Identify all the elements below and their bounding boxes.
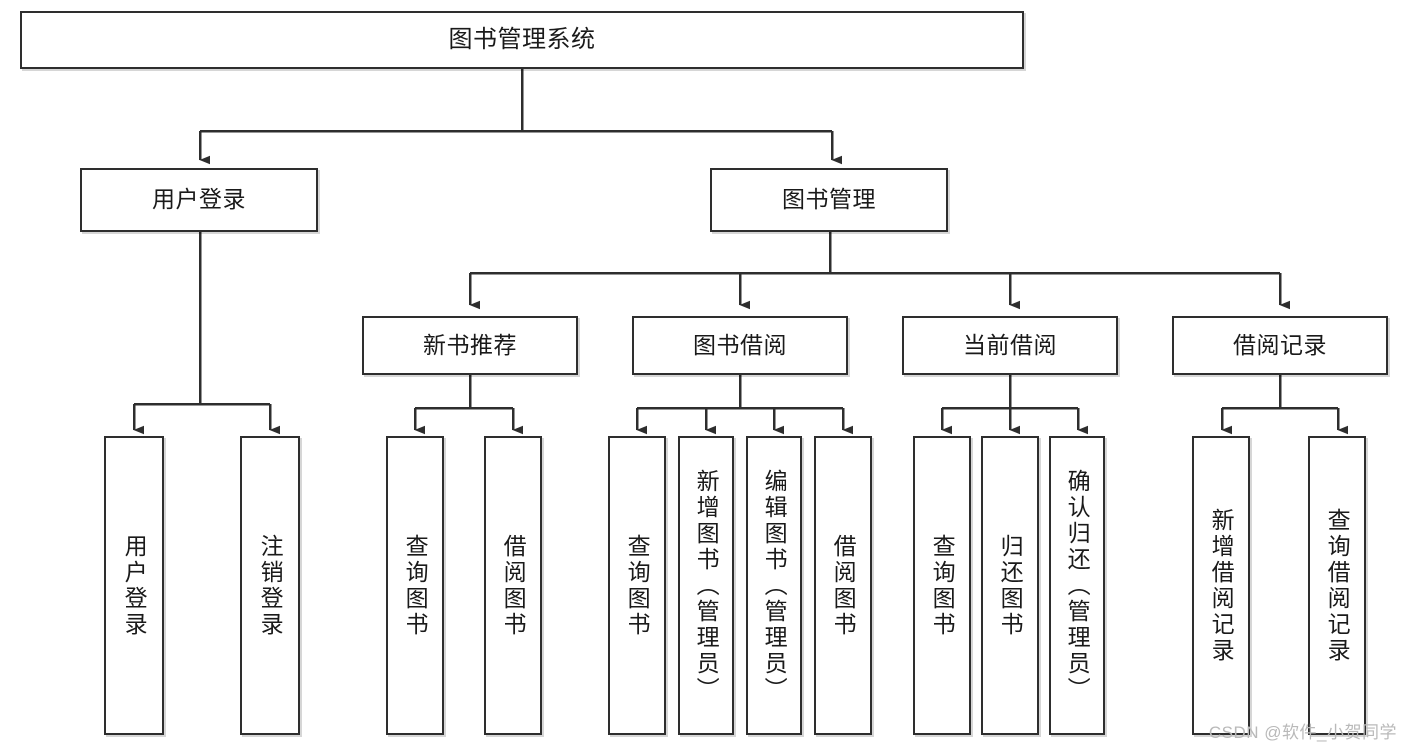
node-leaf-add-record-label: 新增借阅记录 <box>1208 507 1235 664</box>
node-leaf-query-record[interactable]: 查询借阅记录 <box>1308 436 1366 735</box>
node-borrow-record-label: 借阅记录 <box>1233 331 1327 358</box>
node-book-management[interactable]: 图书管理 <box>710 168 948 232</box>
node-leaf-confirm-return-label: 确认归还（管理员） <box>1064 468 1091 703</box>
node-leaf-query-book-1-label: 查询图书 <box>402 533 429 638</box>
node-book-borrow[interactable]: 图书借阅 <box>632 316 848 375</box>
node-user-login[interactable]: 用户登录 <box>80 168 318 232</box>
node-current-borrow-label: 当前借阅 <box>963 331 1057 358</box>
node-leaf-query-book-1[interactable]: 查询图书 <box>386 436 444 735</box>
node-leaf-query-book-3-label: 查询图书 <box>929 533 956 638</box>
node-leaf-user-login-label: 用户登录 <box>121 533 148 638</box>
node-leaf-add-record[interactable]: 新增借阅记录 <box>1192 436 1250 735</box>
node-leaf-user-login[interactable]: 用户登录 <box>104 436 164 735</box>
node-leaf-logout-login[interactable]: 注销登录 <box>240 436 300 735</box>
node-leaf-query-book-2-label: 查询图书 <box>624 533 651 638</box>
node-user-login-label: 用户登录 <box>152 186 246 213</box>
node-new-book-recommend-label: 新书推荐 <box>423 331 517 358</box>
node-book-management-label: 图书管理 <box>782 186 876 213</box>
node-borrow-record[interactable]: 借阅记录 <box>1172 316 1388 375</box>
node-leaf-query-book-3[interactable]: 查询图书 <box>913 436 971 735</box>
node-leaf-logout-login-label: 注销登录 <box>257 533 284 638</box>
node-leaf-borrow-book-1[interactable]: 借阅图书 <box>484 436 542 735</box>
node-leaf-edit-book-label: 编辑图书（管理员） <box>761 468 788 703</box>
node-new-book-recommend[interactable]: 新书推荐 <box>362 316 578 375</box>
node-leaf-query-record-label: 查询借阅记录 <box>1324 507 1351 664</box>
node-root[interactable]: 图书管理系统 <box>20 11 1024 69</box>
node-leaf-add-book-label: 新增图书（管理员） <box>693 468 720 703</box>
node-leaf-borrow-book-1-label: 借阅图书 <box>500 533 527 638</box>
node-leaf-query-book-2[interactable]: 查询图书 <box>608 436 666 735</box>
node-book-borrow-label: 图书借阅 <box>693 331 787 358</box>
node-leaf-return-book-label: 归还图书 <box>997 533 1024 638</box>
node-leaf-return-book[interactable]: 归还图书 <box>981 436 1039 735</box>
node-root-label: 图书管理系统 <box>448 25 596 53</box>
node-leaf-confirm-return[interactable]: 确认归还（管理员） <box>1049 436 1105 735</box>
node-current-borrow[interactable]: 当前借阅 <box>902 316 1118 375</box>
node-leaf-add-book[interactable]: 新增图书（管理员） <box>678 436 734 735</box>
node-leaf-borrow-book-2[interactable]: 借阅图书 <box>814 436 872 735</box>
node-leaf-edit-book[interactable]: 编辑图书（管理员） <box>746 436 802 735</box>
node-leaf-borrow-book-2-label: 借阅图书 <box>830 533 857 638</box>
